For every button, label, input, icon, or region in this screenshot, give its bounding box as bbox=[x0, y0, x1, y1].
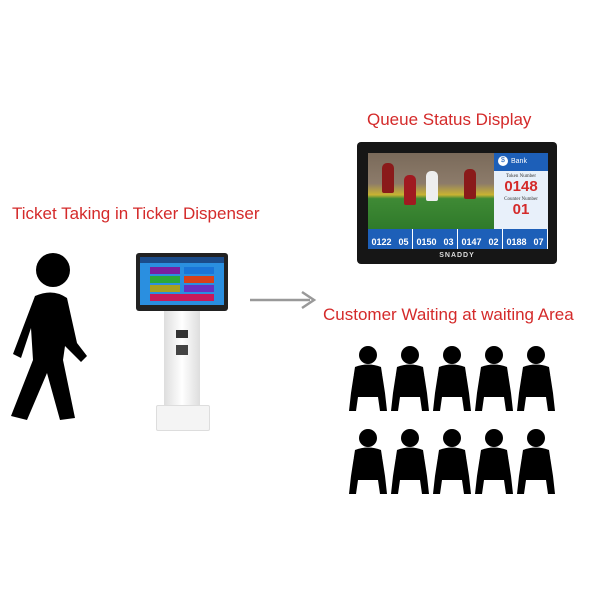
seated-person-icon bbox=[516, 429, 556, 494]
queue-cell: 0188 07 bbox=[503, 229, 548, 249]
brand-logo: SNADDY bbox=[439, 252, 475, 259]
kiosk-printer-slot bbox=[176, 330, 188, 338]
arrow-right-icon bbox=[250, 290, 317, 310]
queue-status-display: $Bank Token Number 0148 Counter Number 0… bbox=[357, 142, 557, 264]
kiosk-card-slot bbox=[176, 345, 188, 355]
seated-person-icon bbox=[474, 429, 514, 494]
queue-display-label: Queue Status Display bbox=[367, 110, 532, 129]
seated-person-icon bbox=[348, 429, 388, 494]
counter-number-label: Counter Number bbox=[504, 197, 538, 202]
kiosk-stand bbox=[164, 311, 200, 411]
queue-counter: 07 bbox=[533, 237, 544, 247]
ticket-dispenser-kiosk bbox=[136, 253, 228, 311]
queue-token: 0150 bbox=[416, 237, 437, 247]
counter-number-value: 01 bbox=[512, 201, 530, 218]
queue-counter: 03 bbox=[443, 237, 454, 247]
token-number-label: Token Number bbox=[505, 174, 537, 179]
bank-label: Bank bbox=[511, 158, 527, 165]
token-number-value: 0148 bbox=[504, 178, 538, 195]
queue-counter: 05 bbox=[398, 237, 409, 247]
seated-person-icon bbox=[348, 346, 388, 411]
seated-person-icon bbox=[516, 346, 556, 411]
bank-logo-icon: $ bbox=[498, 156, 508, 167]
queue-counter: 02 bbox=[488, 237, 499, 247]
kiosk-base bbox=[156, 405, 210, 431]
ticket-taking-label: Ticket Taking in Ticker Dispenser bbox=[12, 204, 260, 223]
seated-person-icon bbox=[474, 346, 514, 411]
walking-person-icon bbox=[11, 253, 87, 420]
queue-cell: 0147 02 bbox=[458, 229, 503, 249]
customer-waiting-label: Customer Waiting at waiting Area bbox=[323, 305, 574, 324]
queue-token: 0147 bbox=[461, 237, 482, 247]
queue-token: 0122 bbox=[371, 237, 392, 247]
seated-person-icon bbox=[432, 429, 472, 494]
seated-person-icon bbox=[390, 429, 430, 494]
seated-person-icon bbox=[390, 346, 430, 411]
queue-cell: 0150 03 bbox=[413, 229, 458, 249]
seated-person-icon bbox=[432, 346, 472, 411]
football-video bbox=[368, 153, 494, 229]
queue-cell: 0122 05 bbox=[368, 229, 413, 249]
queue-token: 0188 bbox=[506, 237, 527, 247]
